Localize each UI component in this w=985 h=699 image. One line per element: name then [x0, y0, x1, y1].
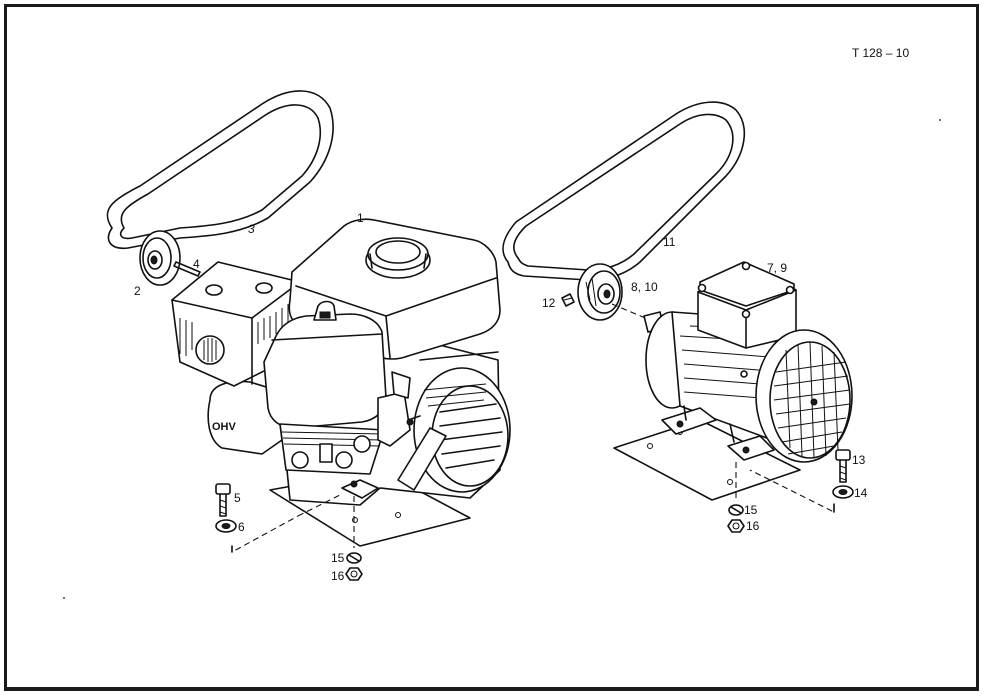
pulley-8-10 [577, 263, 623, 321]
callout-8-10: 8, 10 [631, 280, 658, 294]
callout-7-9: 7, 9 [767, 261, 787, 275]
pulley-2 [139, 230, 181, 286]
nut-16-right [727, 519, 745, 533]
callout-5: 5 [234, 491, 241, 505]
electric-motor-7-9 [643, 261, 853, 463]
v-belt-3 [106, 90, 334, 250]
nut-16-left [345, 567, 363, 581]
drawing-reference: T 128 – 10 [852, 46, 909, 60]
lock-washer-15-left [346, 552, 362, 564]
callout-3: 3 [248, 222, 255, 236]
callout-14: 14 [854, 486, 868, 500]
bolt-5-left [215, 483, 231, 517]
callout-1: 1 [357, 211, 364, 225]
callout-2: 2 [134, 284, 141, 298]
bolt-13 [835, 449, 851, 483]
callout-11: 11 [663, 235, 676, 249]
speck-mark [939, 119, 941, 121]
engine-brand-mark: OHV [212, 421, 237, 433]
washer-14 [832, 485, 854, 499]
callout-15-right: 15 [744, 503, 758, 517]
callout-6: 6 [238, 520, 245, 534]
callout-12: 12 [542, 296, 556, 310]
callout-16-right: 16 [746, 519, 760, 533]
sheet-border [4, 4, 979, 691]
speck-mark [63, 597, 65, 599]
set-screw-12 [561, 293, 575, 307]
v-belt-11 [502, 101, 745, 281]
engine-1: OHV [171, 218, 511, 506]
callout-16-left: 16 [331, 569, 345, 583]
callout-4: 4 [193, 257, 200, 271]
key-4 [173, 261, 201, 277]
lock-washer-15-right [728, 504, 744, 516]
callout-15-left: 15 [331, 551, 345, 565]
washer-6-left [215, 519, 237, 533]
callout-13: 13 [852, 453, 866, 467]
